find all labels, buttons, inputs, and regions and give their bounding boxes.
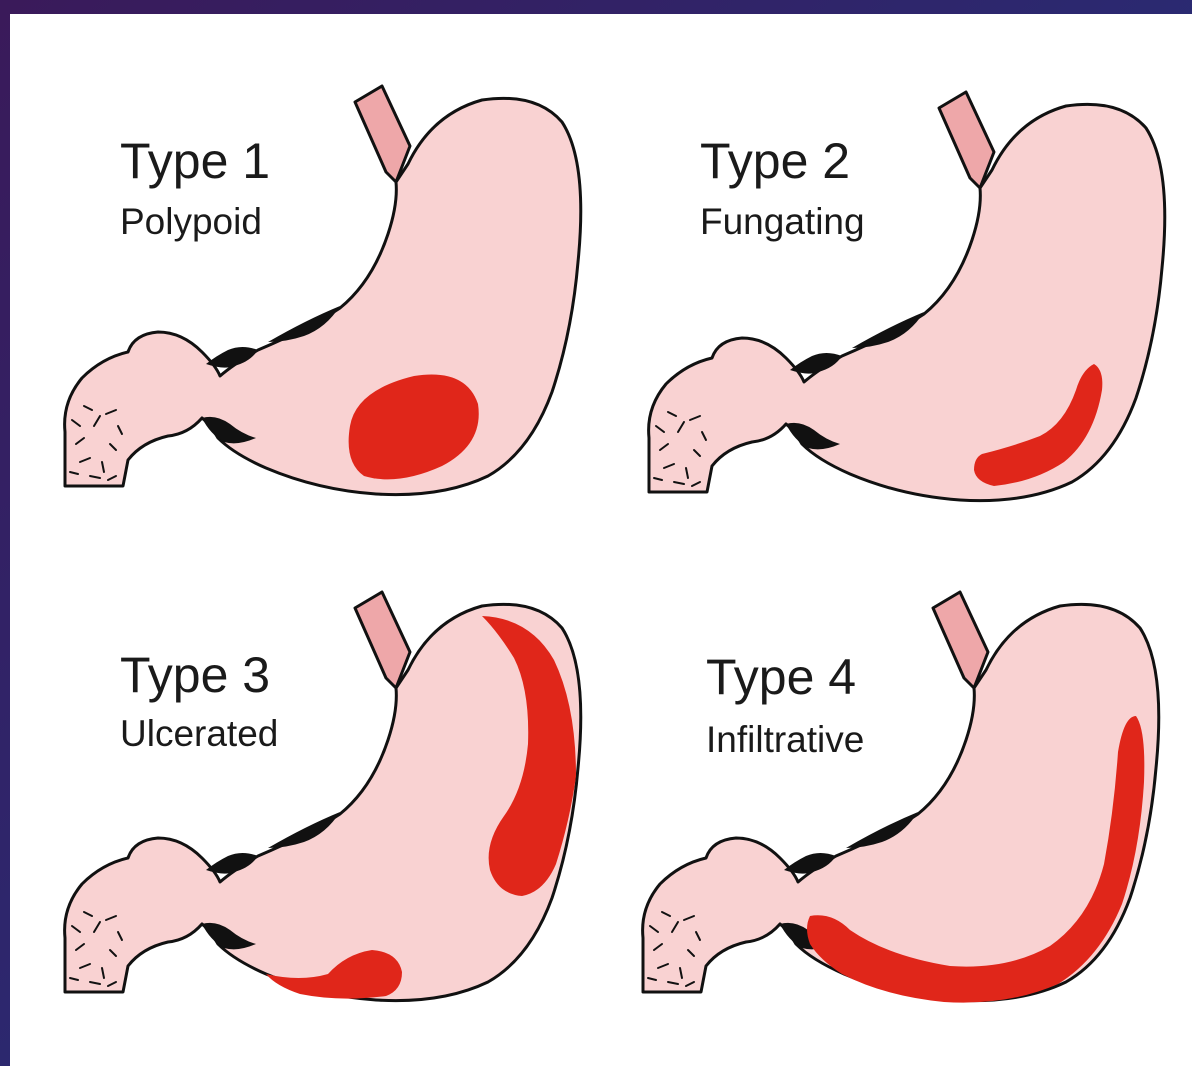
stomach-type-2: Type 2 Fungating <box>649 92 1165 501</box>
type-3-description: Ulcerated <box>120 713 278 754</box>
type-4-description: Infiltrative <box>706 719 864 760</box>
gastric-cancer-types-diagram: Type 1 Polypoid Type 2 Fungating Type 3 … <box>10 14 1192 1066</box>
type-1-label: Type 1 <box>120 133 270 189</box>
diagram-panel: Type 1 Polypoid Type 2 Fungating Type 3 … <box>10 14 1192 1066</box>
stomach-type-1: Type 1 Polypoid <box>65 86 581 495</box>
type-2-description: Fungating <box>700 201 865 242</box>
type-1-description: Polypoid <box>120 201 262 242</box>
type-2-label: Type 2 <box>700 133 850 189</box>
stomach-type-4: Type 4 Infiltrative <box>643 592 1159 1003</box>
type-4-label: Type 4 <box>706 649 856 705</box>
stomach-type-3: Type 3 Ulcerated <box>65 592 581 1001</box>
type-3-label: Type 3 <box>120 647 270 703</box>
